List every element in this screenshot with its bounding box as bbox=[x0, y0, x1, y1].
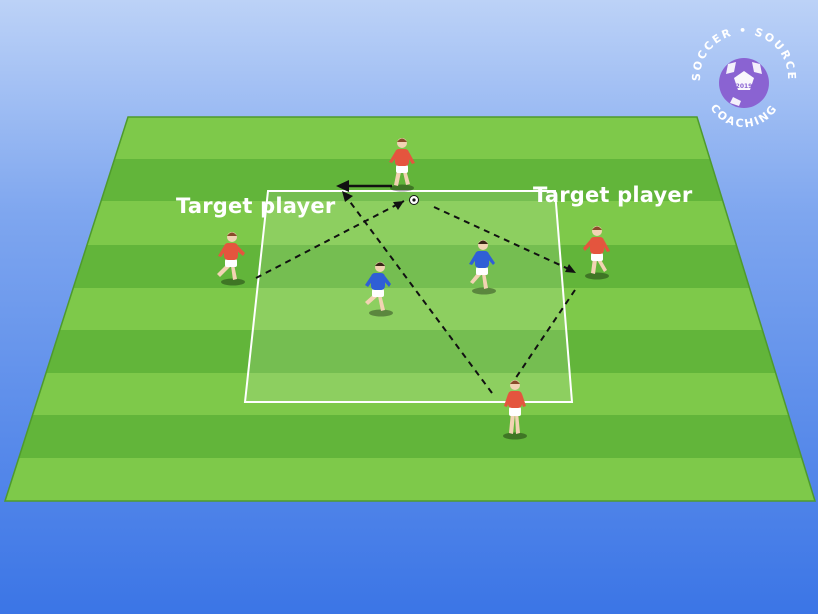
playing-area bbox=[243, 190, 574, 403]
pitch-stripe bbox=[5, 330, 815, 373]
pitch-stripe bbox=[5, 245, 815, 288]
target-player-label-right: Target player bbox=[533, 183, 693, 207]
arrowhead-icon bbox=[393, 201, 404, 210]
run-line-bottom-to-top bbox=[341, 190, 493, 394]
player-red-target-right bbox=[583, 226, 610, 280]
pass-lines bbox=[255, 190, 576, 394]
arrowhead-icon bbox=[342, 191, 353, 202]
player-blue-left bbox=[365, 262, 393, 317]
pitch-stripe bbox=[5, 159, 815, 201]
player-blue-right bbox=[469, 240, 496, 295]
player-red-bottom bbox=[503, 380, 527, 440]
logo-ball-text: 2019 bbox=[736, 83, 753, 90]
player-red-top bbox=[389, 138, 415, 192]
arrowhead-icon bbox=[565, 264, 576, 273]
target-player-label-left: Target player bbox=[176, 194, 336, 218]
player-red-target-left bbox=[217, 232, 245, 286]
arrowheads bbox=[342, 191, 576, 273]
soccer-source-coaching-logo: 2019 SOCCER • SOURCE COACHING bbox=[690, 24, 796, 130]
pass-line-left-to-top bbox=[255, 200, 405, 279]
pass-line-right-to-bottom bbox=[510, 289, 576, 386]
pitch-stripe bbox=[5, 415, 815, 458]
pass-line-top-to-right bbox=[433, 206, 574, 272]
pitch bbox=[3, 116, 817, 502]
logo-ball-panel bbox=[734, 71, 754, 90]
movement-arrow bbox=[336, 180, 392, 192]
ball-icon bbox=[409, 195, 419, 205]
